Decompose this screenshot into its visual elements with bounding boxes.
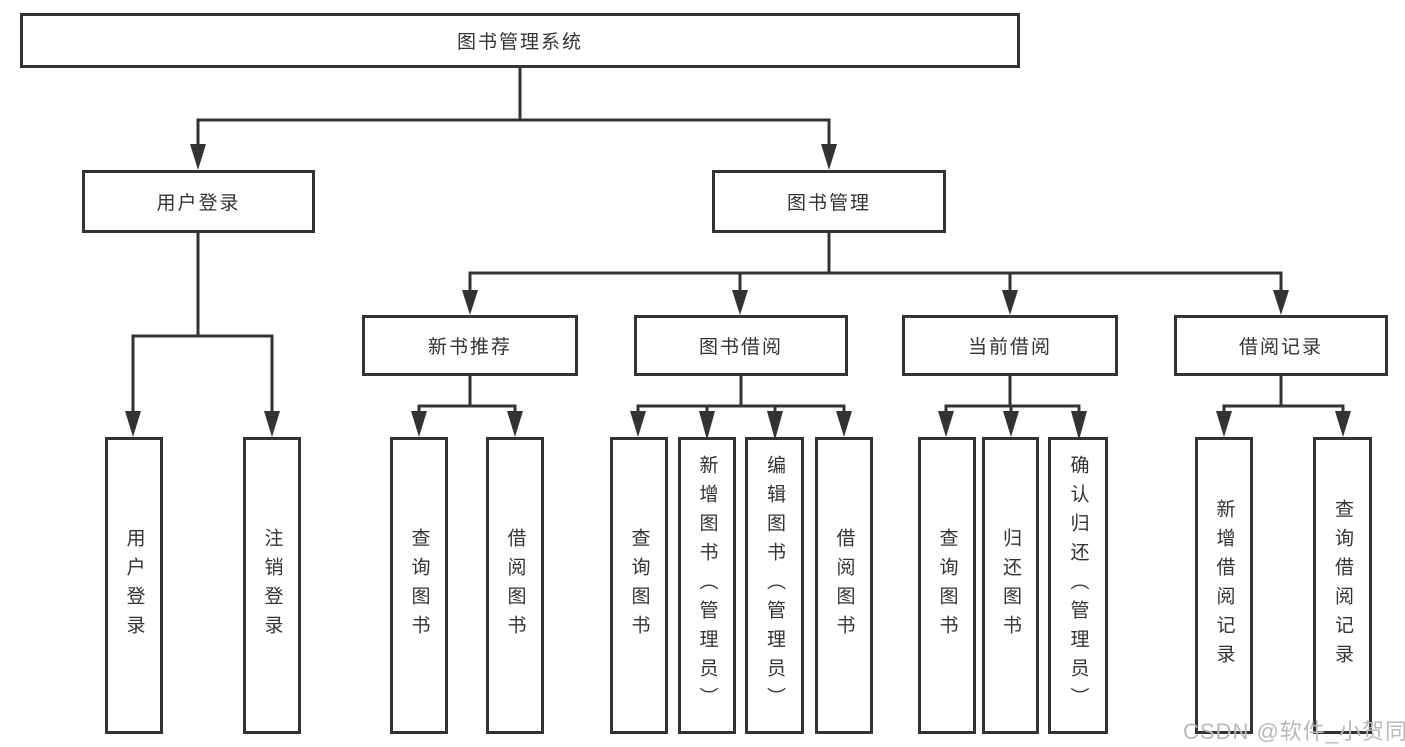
csdn-watermark: CSDN @软件_小贺同学	[1183, 719, 1405, 744]
leaf-return-books: 归还图书	[982, 437, 1039, 734]
leaf-query-books-recommend: 查询图书	[390, 437, 448, 734]
leaf-edit-book-admin: 编辑图书（管理员）	[745, 437, 804, 734]
leaf-query-books-current: 查询图书	[918, 437, 976, 734]
leaf-add-book-admin: 新增图书（管理员）	[678, 437, 736, 734]
leaf-borrow-books-borrow: 借阅图书	[815, 437, 873, 734]
leaf-confirm-return-admin: 确认归还（管理员）	[1048, 437, 1108, 734]
node-current-borrowing: 当前借阅	[902, 315, 1118, 376]
node-borrowing-records: 借阅记录	[1174, 315, 1388, 376]
node-new-book-recommendation: 新书推荐	[362, 315, 578, 376]
leaf-query-books-borrow: 查询图书	[610, 437, 668, 734]
leaf-query-borrow-record: 查询借阅记录	[1313, 437, 1372, 734]
leaf-logout: 注销登录	[243, 437, 301, 734]
leaf-add-borrow-record: 新增借阅记录	[1195, 437, 1253, 734]
node-book-management: 图书管理	[712, 170, 946, 233]
node-book-borrowing: 图书借阅	[634, 315, 848, 376]
node-user-login: 用户登录	[82, 170, 315, 233]
leaf-borrow-books-recommend: 借阅图书	[486, 437, 544, 734]
leaf-user-login: 用户登录	[105, 437, 163, 734]
node-library-management-system: 图书管理系统	[20, 13, 1020, 68]
